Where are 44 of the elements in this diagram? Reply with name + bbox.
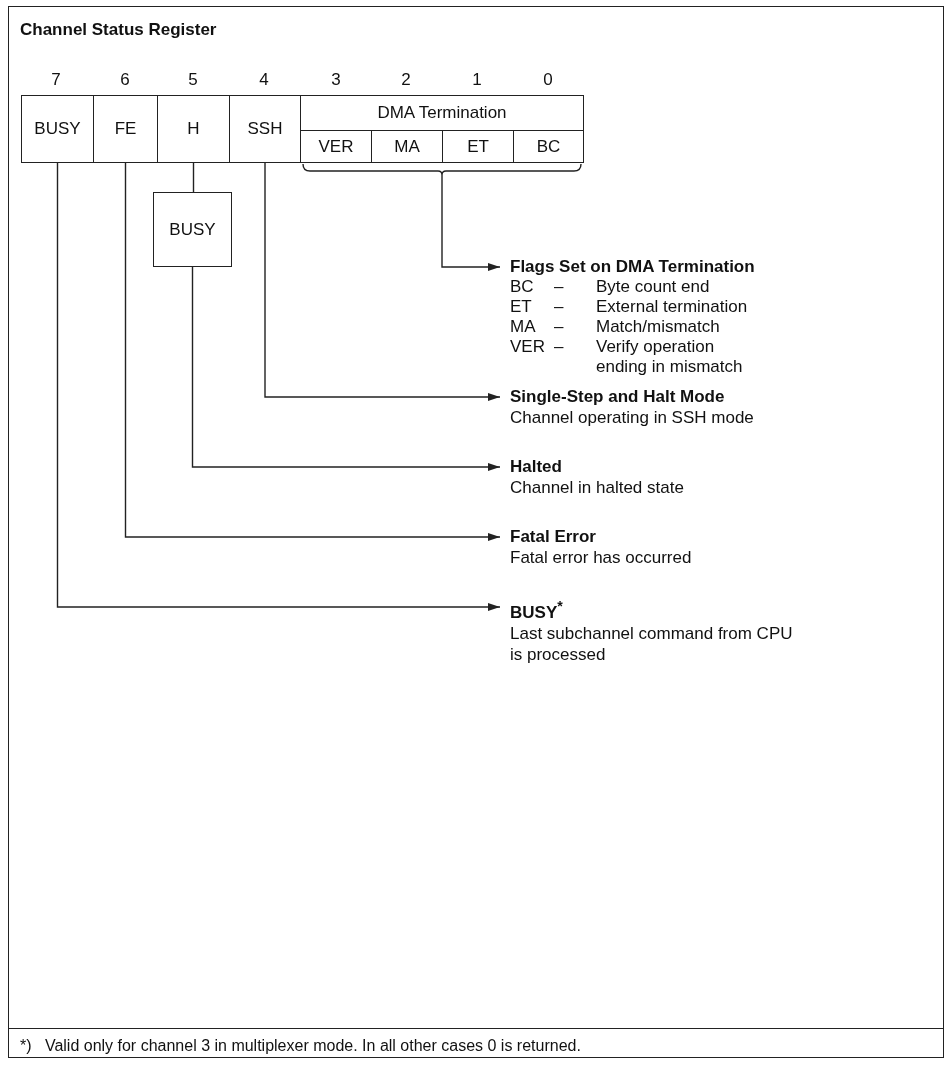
- dash: –: [554, 277, 565, 297]
- connector-line: [192, 162, 195, 193]
- bit-number: 5: [187, 70, 199, 90]
- arrow: [191, 266, 501, 471]
- dash: –: [554, 297, 565, 317]
- description-text: Fatal error has occurred: [510, 547, 693, 568]
- description-heading: Flags Set on DMA Termination: [510, 256, 756, 277]
- description-text: Last subchannel command from CPU is processed: [510, 622, 794, 665]
- description-text: Channel operating in SSH mode: [510, 407, 755, 428]
- bit-number: 7: [50, 70, 62, 90]
- description-heading: BUSY$^{*}$: [510, 597, 564, 623]
- description-heading: Single-Step and Halt Mode: [510, 386, 726, 407]
- arrow: [56, 162, 501, 611]
- register-bit-cell: SSH: [229, 95, 301, 163]
- dash: –: [554, 317, 565, 337]
- footnote: *) Valid only for channel 3 in multiplexer mode. In all other cases 0 is returned.: [20, 1037, 581, 1055]
- flag-description: Verify operation ending in mismatch: [596, 337, 744, 377]
- arrow: [124, 162, 501, 541]
- bit-number: 1: [471, 70, 483, 90]
- flag-abbreviation: ET: [510, 297, 533, 317]
- arrow: [264, 162, 501, 401]
- flag-abbreviation: VER: [510, 337, 546, 358]
- flag-abbreviation: MA: [510, 317, 537, 337]
- register-bit-cell: H: [157, 95, 230, 163]
- flag-description: Byte count end: [596, 277, 711, 297]
- flag-description: External termination: [596, 297, 749, 317]
- bit-number: 6: [119, 70, 131, 90]
- bit-number: 4: [258, 70, 270, 90]
- flag-description: Match/mismatch: [596, 317, 721, 337]
- description-text: Channel in halted state: [510, 477, 685, 498]
- bit-number: 0: [542, 70, 554, 90]
- register-bit-cell: BC: [513, 130, 584, 163]
- register-bit-cell: FE: [93, 95, 158, 163]
- description-heading: Halted: [510, 456, 563, 477]
- status-bit-box: BUSY: [153, 192, 232, 267]
- bracket-arrow: [302, 163, 582, 271]
- bit-number: 2: [400, 70, 412, 90]
- dash: –: [554, 337, 565, 358]
- bit-number: 3: [330, 70, 342, 90]
- diagram-title: Channel Status Register: [20, 20, 217, 40]
- description-heading: Fatal Error: [510, 526, 597, 547]
- register-bit-cell: BUSY: [21, 95, 94, 163]
- field-header-cell: DMA Termination: [300, 95, 584, 131]
- flag-abbreviation: BC: [510, 277, 535, 297]
